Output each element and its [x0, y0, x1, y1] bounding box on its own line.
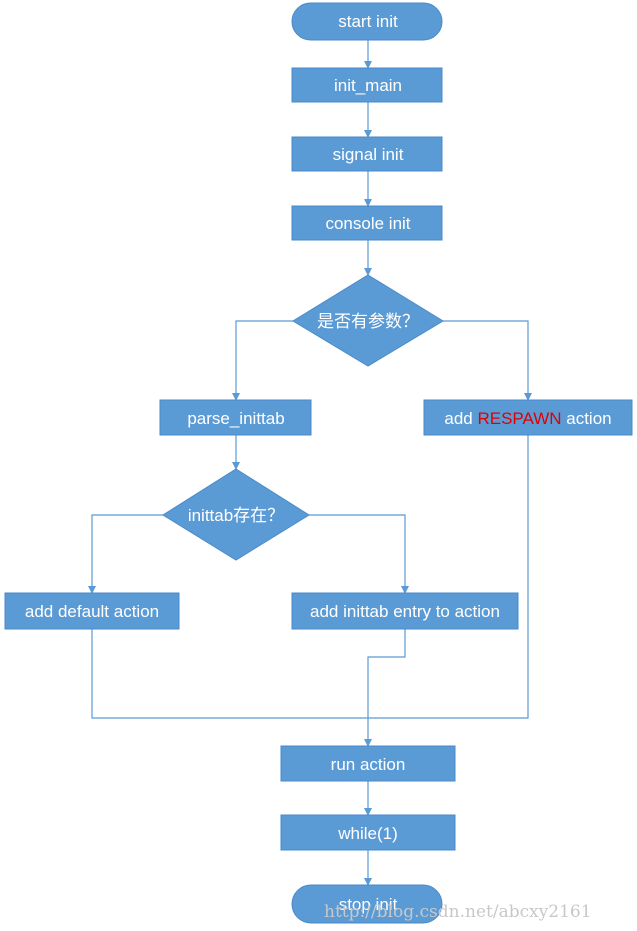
console-init-node: console init [291, 205, 443, 241]
connector-inittab-to-add-entry [309, 514, 409, 594]
connectors [88, 40, 532, 886]
connector-add-entry-to-run-action [364, 629, 406, 747]
signal-init-label: signal init [333, 145, 404, 164]
while-loop-node: while(1) [280, 814, 456, 851]
has-params-decision: 是否有参数？ [292, 274, 444, 367]
parse-inittab-node: parse_inittab [159, 399, 312, 436]
connector-add-default-to-merge [91, 629, 368, 719]
console-init-label: console init [325, 214, 410, 233]
run-action-node: run action [280, 745, 456, 782]
init-main-node: init_main [291, 67, 443, 103]
connector-inittab-to-add-default [88, 514, 163, 594]
add-default-label: add default action [25, 602, 159, 621]
respawn-keyword: RESPAWN [477, 409, 561, 428]
while-loop-label: while(1) [337, 824, 398, 843]
init-main-label: init_main [334, 76, 402, 95]
connector-decision-to-add-respawn [443, 320, 532, 401]
start-label: start init [338, 12, 398, 31]
add-respawn-label: add RESPAWN action [444, 409, 611, 428]
connector-decision-to-parse-inittab [232, 320, 293, 401]
watermark: http://blog.csdn.net/abcxy2161 [324, 902, 592, 922]
signal-init-node: signal init [291, 136, 443, 172]
start-node: start init [291, 2, 443, 41]
add-entry-label: add inittab entry to action [310, 602, 500, 621]
add-entry-node: add inittab entry to action [291, 592, 519, 630]
add-respawn-node: add RESPAWN action [423, 399, 633, 436]
has-params-label: 是否有参数？ [317, 312, 419, 331]
add-default-node: add default action [4, 592, 180, 630]
inittab-exists-decision: inittab存在？ [162, 468, 310, 561]
stop-label: stop init [339, 895, 398, 914]
stop-node: stop init [291, 884, 443, 924]
parse-inittab-label: parse_inittab [187, 409, 284, 428]
add-respawn-suffix: action [562, 409, 612, 428]
connector-add-respawn-to-merge [368, 435, 529, 719]
add-respawn-prefix: add [444, 409, 477, 428]
inittab-exists-label: inittab存在？ [188, 506, 284, 525]
run-action-label: run action [331, 755, 406, 774]
